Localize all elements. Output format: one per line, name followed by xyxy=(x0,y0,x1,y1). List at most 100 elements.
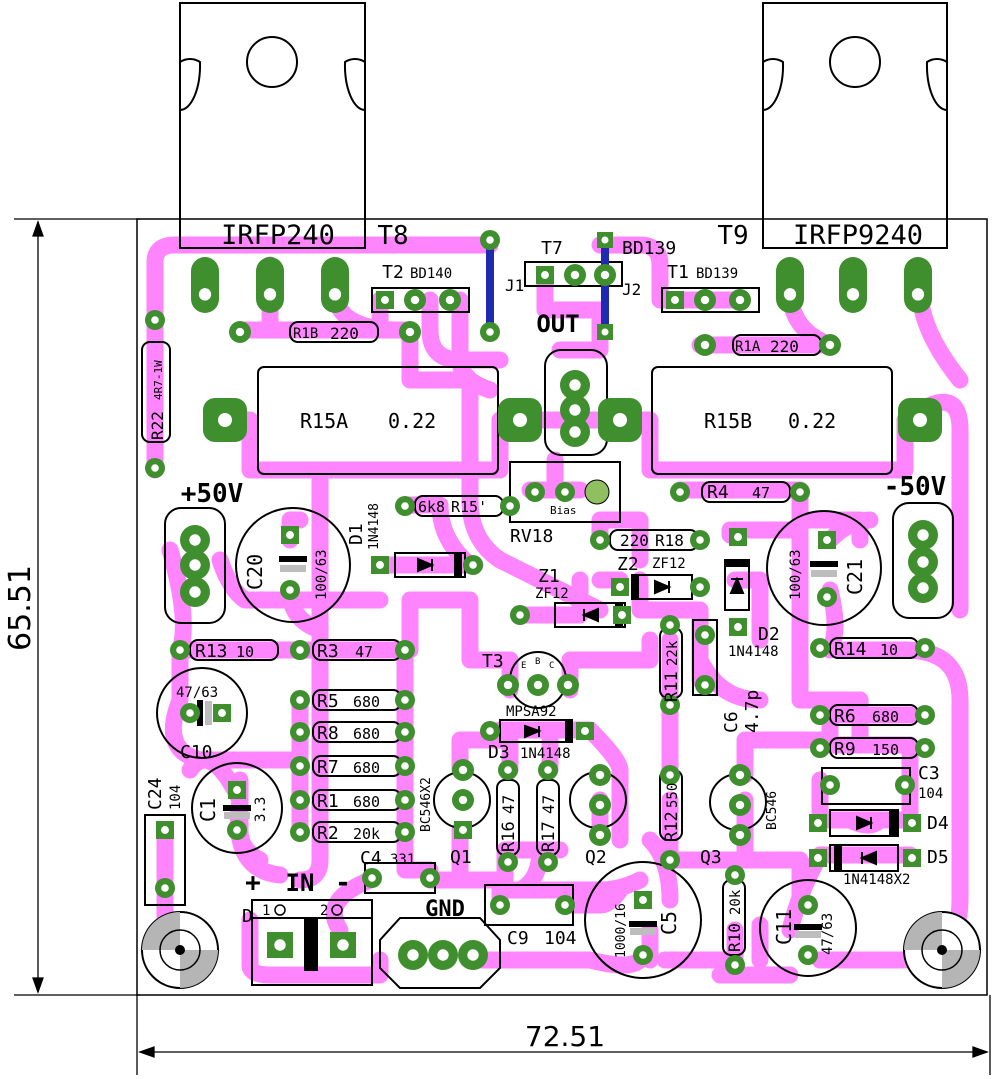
r18-ref: R18 xyxy=(655,531,684,550)
r12-value: 550 xyxy=(665,783,681,808)
pad-hole xyxy=(286,586,294,594)
r2-ref: R2 xyxy=(317,823,339,844)
pad-hole xyxy=(401,728,409,736)
r3-ref: R3 xyxy=(317,641,339,662)
gnd-label: GND xyxy=(425,897,465,922)
t3-pin-e: E xyxy=(521,661,526,671)
pad-hole xyxy=(696,583,704,591)
r17-ref: R17 xyxy=(539,821,559,852)
d3-ref: D3 xyxy=(488,742,510,763)
r10-value: 20k xyxy=(728,889,744,915)
pad-hole xyxy=(486,236,494,244)
r7-value: 680 xyxy=(353,759,380,777)
pad-hole xyxy=(533,680,543,690)
c1-value: 3.3 xyxy=(253,797,269,822)
pad-hole xyxy=(198,288,212,301)
pad-hole xyxy=(296,796,304,804)
pad-hole xyxy=(731,871,739,879)
r15a-ref: R15A xyxy=(300,409,348,433)
t3-pin-b: B xyxy=(535,657,540,667)
in-pin1: 1 xyxy=(262,903,270,919)
pad-hole xyxy=(913,413,927,427)
pad-hole xyxy=(700,295,710,305)
r12-ref: R12 xyxy=(662,811,682,842)
in-label: IN xyxy=(286,869,315,897)
d5-ref: D5 xyxy=(927,847,949,868)
pad-hole xyxy=(263,288,277,301)
r5-ref: R5 xyxy=(317,691,339,712)
pad-hole xyxy=(401,646,409,654)
pad-hole xyxy=(581,727,589,735)
pad-hole xyxy=(804,951,812,959)
pad-hole xyxy=(908,854,916,862)
pad-hole xyxy=(671,296,679,304)
r17-value: 47 xyxy=(539,795,558,814)
in-plus: + xyxy=(245,868,261,898)
rv18-label: Bias xyxy=(550,504,577,517)
d4-ref: D4 xyxy=(927,813,949,834)
pad-hole xyxy=(666,621,674,629)
pad-hole xyxy=(151,464,159,472)
pad-hole xyxy=(901,781,909,789)
pad-hole xyxy=(381,296,389,304)
in-minus: - xyxy=(335,868,351,898)
pad-hole xyxy=(816,744,824,752)
pad-hole xyxy=(618,611,626,619)
r1b-value: 220 xyxy=(330,324,359,343)
pad-hole xyxy=(735,295,745,305)
c3-value: 104 xyxy=(918,786,943,802)
mounting-hole-left xyxy=(141,911,219,989)
pad-hole xyxy=(563,680,573,690)
pad-hole xyxy=(700,340,710,350)
pad-hole xyxy=(296,762,304,770)
pad-hole xyxy=(814,854,822,862)
pad-hole xyxy=(503,680,513,690)
pad-hole xyxy=(734,533,742,541)
r1-value: 680 xyxy=(353,793,380,811)
pad-hole xyxy=(504,858,512,866)
pad-hole xyxy=(595,770,605,780)
pad-hole xyxy=(151,316,159,324)
r18-value: 220 xyxy=(620,531,649,550)
pad-hole xyxy=(296,696,304,704)
c20-value: 100/63 xyxy=(314,549,330,600)
r4-ref: R4 xyxy=(707,482,729,503)
t8-pad xyxy=(256,257,284,313)
q1-part: BC546X2 xyxy=(419,777,434,832)
r11-value: 22k xyxy=(665,640,681,666)
pad-hole xyxy=(908,819,916,827)
q1-ref: Q1 xyxy=(450,847,472,868)
pad-hole xyxy=(407,949,419,961)
t8-part: IRFP240 xyxy=(221,220,335,251)
pad-hole xyxy=(561,901,569,909)
pad-hole xyxy=(337,939,349,951)
pad-hole xyxy=(328,288,342,301)
pad-hole xyxy=(569,379,581,391)
t9-pad xyxy=(839,257,867,313)
pad-hole xyxy=(161,884,169,892)
pad-hole xyxy=(458,795,468,805)
r6-value: 680 xyxy=(872,708,899,726)
polarity-grey xyxy=(205,565,837,938)
q3-part: BC546 xyxy=(765,791,780,830)
pad-hole xyxy=(218,709,226,717)
pad-hole xyxy=(233,826,241,834)
pad-hole xyxy=(613,413,627,427)
pad-hole xyxy=(401,502,409,510)
pad-hole xyxy=(921,711,929,719)
c11-ref: C11 xyxy=(772,909,796,945)
pad-hole xyxy=(917,556,929,568)
pad-hole xyxy=(734,623,742,631)
rv18-ref: RV18 xyxy=(510,526,553,547)
pad-hole xyxy=(639,951,647,959)
pad-hole xyxy=(701,681,709,689)
r13-value: 10 xyxy=(236,643,254,661)
r8-value: 680 xyxy=(353,725,380,743)
r22-value: 4R7-1W xyxy=(152,360,165,400)
c9-ref: C9 xyxy=(507,928,529,949)
pad-hole xyxy=(186,709,194,717)
z1-part: ZF12 xyxy=(535,586,569,602)
labels: IRFP240 T8 IRFP9240 T9 T7 BD139 T2 BD140… xyxy=(145,220,949,958)
pad-hole xyxy=(445,295,455,305)
t8-pad xyxy=(321,257,349,313)
